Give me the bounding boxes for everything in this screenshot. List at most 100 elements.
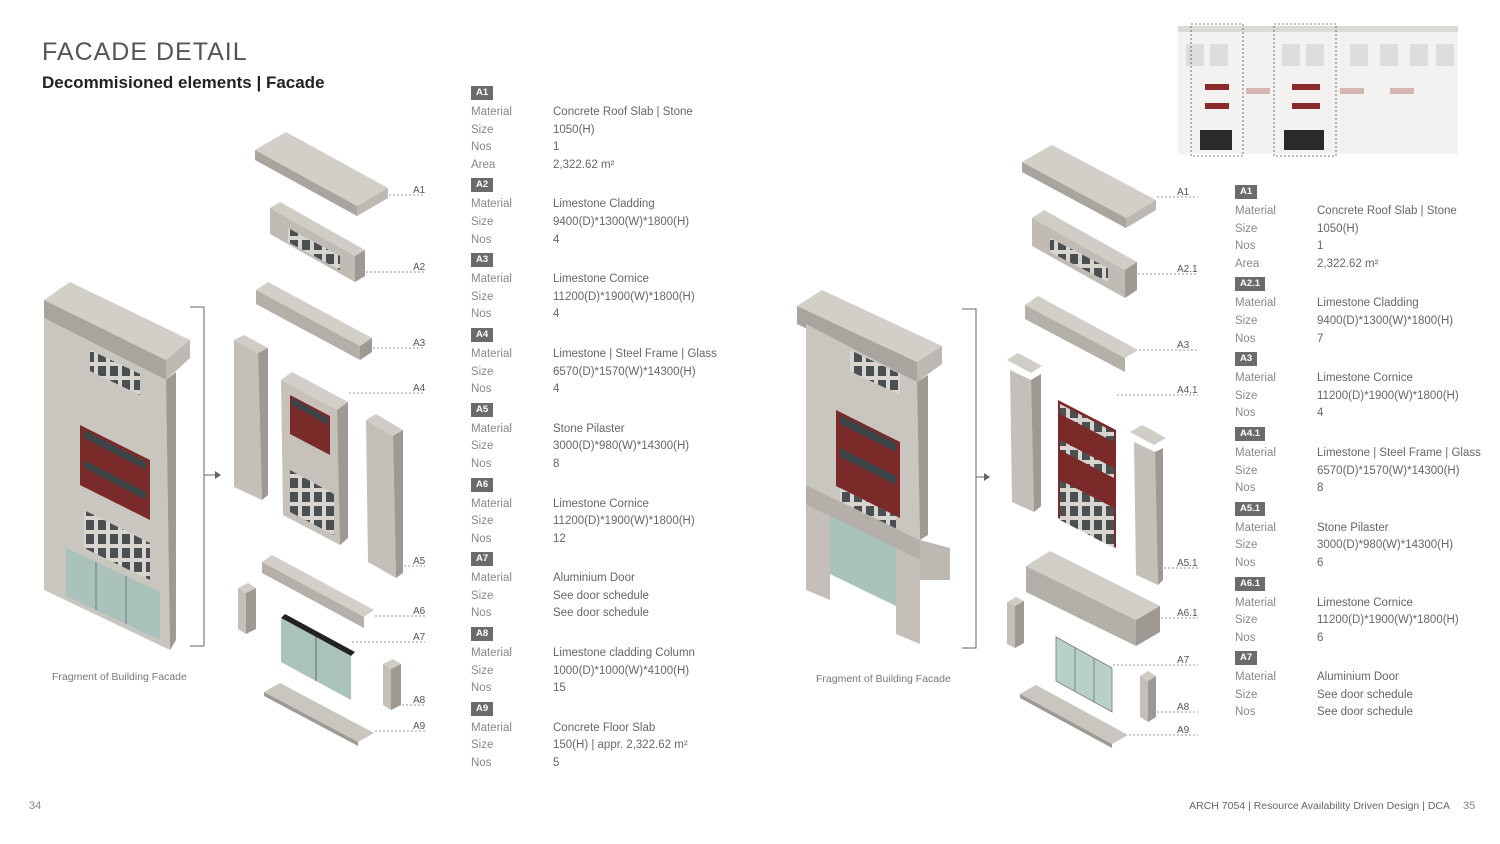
spec-key: Area: [471, 158, 496, 171]
page-number-left: 34: [29, 800, 42, 812]
assembled-building-right: [797, 290, 950, 644]
spec-badge: A7: [1235, 651, 1258, 666]
page-number-right: 35: [1463, 800, 1476, 812]
label-left-1: A1: [413, 185, 426, 196]
spec-badge: A6.1: [1235, 576, 1266, 591]
label-left-9: A9: [413, 721, 426, 732]
spec-key: Size: [1235, 222, 1258, 235]
spec-value: 4: [1317, 407, 1324, 420]
spec-row: Nos 4: [471, 306, 731, 324]
spec-value: 6570(D)*1570(W)*14300(H): [1317, 464, 1460, 477]
label-right-8: A8: [1177, 702, 1190, 713]
spec-value: Concrete Floor Slab: [553, 721, 656, 734]
label-right-2: A2.1: [1177, 264, 1198, 275]
spec-key: Nos: [1235, 332, 1256, 345]
spec-key: Material: [471, 106, 512, 118]
label-left-4: A4: [413, 383, 426, 394]
spec-key: Material: [1235, 205, 1276, 217]
spec-key: Size: [471, 739, 494, 752]
elevation-thumbnail: [1178, 23, 1458, 157]
spec-value: 7: [1317, 332, 1324, 345]
spec-value: 4: [553, 308, 560, 321]
spec-key: Size: [471, 215, 494, 228]
spec-value: See door schedule: [1317, 706, 1413, 719]
spec-value: 150(H) | appr. 2,322.62 m²: [553, 739, 688, 752]
spec-badge: A2: [471, 178, 494, 193]
spec-row: Size 1050(H): [1235, 221, 1495, 239]
spec-key: Material: [1235, 372, 1276, 385]
spec-value: 3000(D)*980(W)*14300(H): [1317, 539, 1454, 552]
caption-left: Fragment of Building Facade: [52, 671, 187, 683]
spec-key: Size: [1235, 539, 1258, 552]
spec-row: Size 150(H) | appr. 2,322.62 m²: [471, 737, 731, 755]
spec-value: Limestone | Steel Frame | Glass: [1317, 446, 1481, 459]
exploded-elements-left: [234, 132, 403, 746]
spec-key: Nos: [471, 233, 492, 246]
spec-value: Stone Pilaster: [1317, 521, 1389, 534]
spec-key: Area: [1235, 257, 1260, 270]
label-right-1: A1: [1177, 187, 1190, 198]
spec-badge: A6: [471, 477, 494, 492]
spec-key: Nos: [1235, 407, 1256, 420]
spec-badge: A1: [471, 86, 494, 100]
spec-value: Limestone Cladding: [553, 198, 655, 211]
spec-key: Size: [471, 589, 494, 602]
label-left-6: A6: [413, 606, 426, 617]
spec-key: Material: [471, 273, 512, 286]
spec-badge: A3: [471, 253, 494, 268]
spec-key: Size: [1235, 688, 1258, 701]
label-right-7: A7: [1177, 655, 1190, 666]
spec-badge: A4.1: [1235, 426, 1266, 441]
spec-value: Limestone | Steel Frame | Glass: [553, 347, 717, 360]
spec-value: 1050(H): [1317, 222, 1359, 235]
spec-value: Concrete Roof Slab | Stone: [553, 106, 693, 118]
spec-row: Size See door schedule: [471, 588, 731, 606]
spec-row: Material Limestone Cladding: [1235, 295, 1495, 313]
spec-value: Limestone cladding Column: [553, 647, 695, 660]
leader-lines-right: [1113, 196, 1198, 736]
spec-row: Size 3000(D)*980(W)*14300(H): [1235, 537, 1495, 555]
spec-key: Nos: [471, 141, 492, 154]
spec-key: Nos: [471, 532, 492, 545]
spec-key: Nos: [1235, 631, 1256, 644]
spec-badge: A7: [471, 552, 494, 567]
page-subtitle: Decommisioned elements | Facade: [42, 73, 325, 92]
spec-key: Size: [471, 123, 494, 136]
spec-key: Size: [471, 440, 494, 453]
label-left-2: A2: [413, 262, 426, 273]
spec-value: See door schedule: [553, 589, 649, 602]
spec-value: Limestone Cladding: [1317, 297, 1419, 310]
spec-badge: A4: [471, 327, 494, 342]
spec-key: Nos: [1235, 482, 1256, 495]
spec-key: Material: [1235, 521, 1276, 534]
spec-value: 11200(D)*1900(W)*1800(H): [1317, 389, 1459, 402]
spec-key: Material: [1235, 596, 1276, 609]
spec-key: Nos: [471, 308, 492, 321]
spec-badge: A1: [1235, 185, 1258, 199]
spec-key: Material: [1235, 297, 1276, 310]
spec-value: 11200(D)*1900(W)*1800(H): [553, 515, 695, 528]
leader-lines-left: [349, 194, 425, 732]
